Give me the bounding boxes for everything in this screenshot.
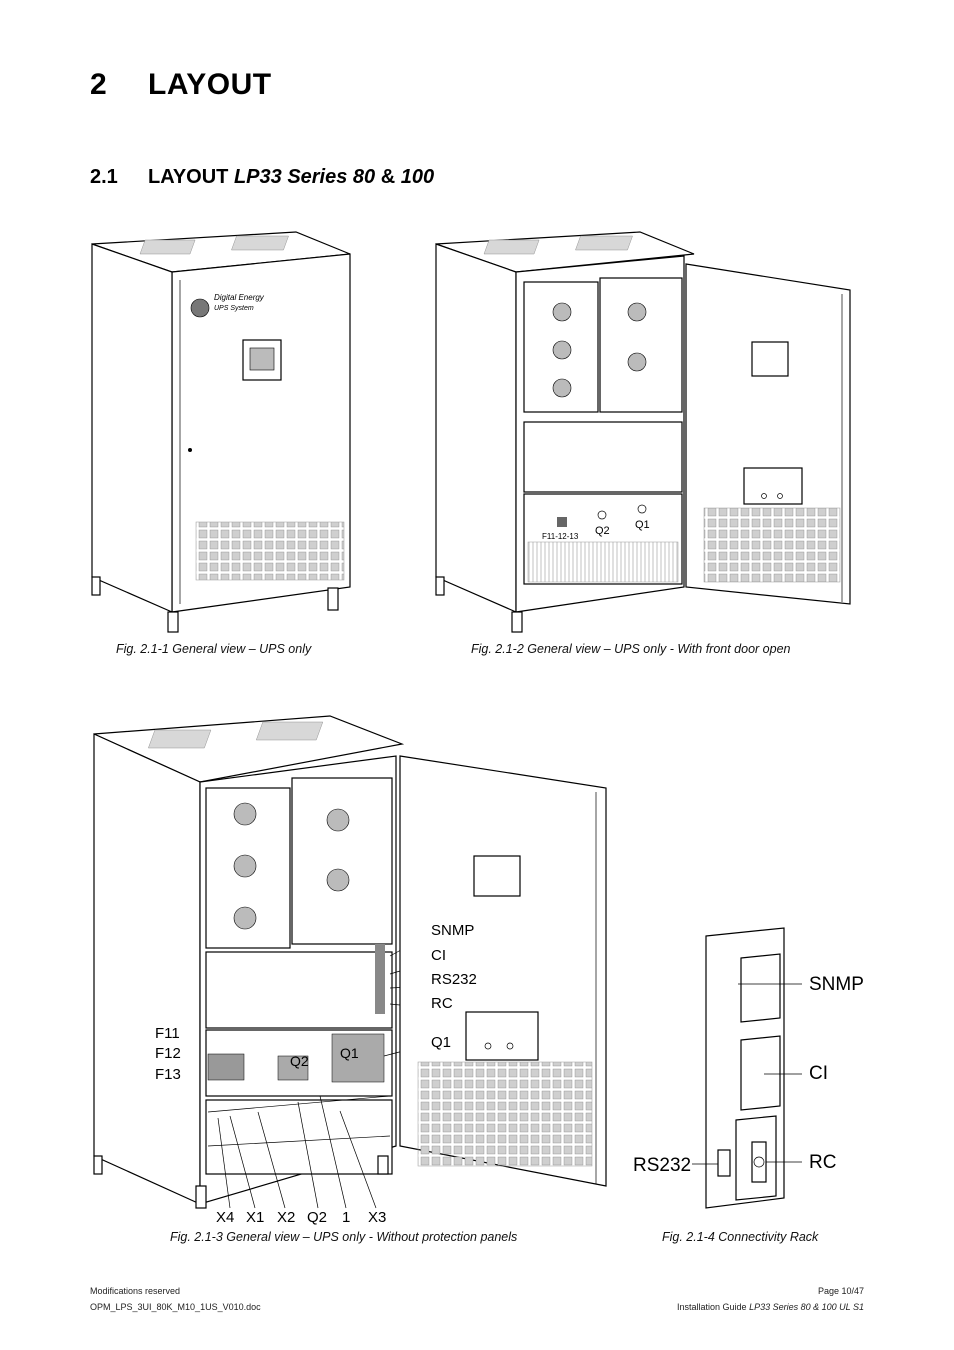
footer-guide: Installation Guide LP33 Series 80 & 100 … — [677, 1302, 864, 1312]
subsection-model: LP33 Series 80 — [233, 166, 376, 188]
figure-ups-door-open: F11-12-13 Q2 Q1 — [435, 231, 851, 633]
subsection-model-2: 100 — [400, 166, 435, 188]
fig3-label-f13: F13 — [155, 1066, 181, 1083]
subsection-title: LAYOUT — [148, 166, 229, 188]
fig3-label-rc: RC — [431, 995, 453, 1012]
figure-ups-no-panels: Q2 Q1 — [93, 715, 607, 1209]
subsection-number: 2.1 — [90, 166, 118, 188]
footer-modifications: Modifications reserved — [90, 1286, 181, 1296]
subsection-heading: 2.1 LAYOUT LP33 Series 80 & 100 — [90, 166, 434, 189]
fig3-label-x4: X4 — [216, 1209, 235, 1226]
footer-guide-italic: LP33 Series 80 & 100 UL S1 — [749, 1302, 864, 1312]
fig4-label-rs232: RS232 — [633, 1155, 692, 1176]
fig2-caption: Fig. 2.1-2 General view – UPS only - Wit… — [471, 642, 791, 656]
footer-page: Page 10/47 — [817, 1286, 864, 1296]
brand-text-1: Digital Energy — [214, 293, 265, 302]
figure-connectivity-rack — [692, 927, 802, 1209]
section-number: 2 — [90, 68, 108, 101]
fig3-label-snmp: SNMP — [431, 922, 475, 939]
fig3-label-q1: Q1 — [431, 1034, 452, 1051]
inner-q1-label: Q1 — [340, 1045, 359, 1061]
fig1-caption: Fig. 2.1-1 General view – UPS only — [116, 642, 312, 656]
fuses-label: F11-12-13 — [542, 532, 579, 541]
fig4-label-snmp: SNMP — [809, 974, 864, 995]
section-title: LAYOUT — [148, 68, 272, 101]
front-grille — [195, 521, 345, 581]
fig3-label-ci: CI — [431, 947, 446, 964]
fig3-label-x1: X1 — [246, 1209, 265, 1226]
fig4-caption: Fig. 2.1-4 Connectivity Rack — [662, 1230, 819, 1244]
subsection-amp: & — [380, 166, 396, 188]
figure-ups-closed: Digital Energy UPS System — [91, 231, 351, 633]
footer-guide-plain: Installation Guide — [677, 1302, 747, 1312]
fig3-label-1: 1 — [342, 1209, 351, 1226]
fig4-label-rc: RC — [809, 1152, 837, 1173]
fig4-label-ci: CI — [809, 1063, 828, 1084]
fig3-label-f12: F12 — [155, 1045, 181, 1062]
fig3-label-q2: Q2 — [307, 1209, 328, 1226]
inner-q2-label: Q2 — [290, 1053, 309, 1069]
fig3-caption: Fig. 2.1-3 General view – UPS only - Wit… — [170, 1230, 518, 1244]
fig3-label-f11: F11 — [155, 1025, 180, 1042]
fig3-label-rs232: RS232 — [431, 971, 477, 988]
fig3-label-x2: X2 — [277, 1209, 296, 1226]
q2-label: Q2 — [595, 525, 610, 537]
q1-label: Q1 — [635, 519, 650, 531]
section-heading: 2 LAYOUT — [90, 68, 272, 102]
footer-filename: OPM_LPS_3UI_80K_M10_1US_V010.doc — [90, 1302, 261, 1312]
fig3-label-x3: X3 — [368, 1209, 387, 1226]
brand-text-2: UPS System — [214, 305, 254, 312]
